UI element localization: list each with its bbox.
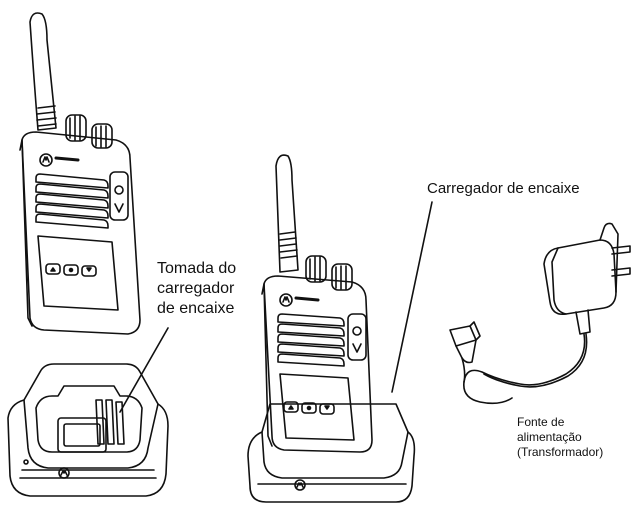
usb-plug xyxy=(449,321,481,383)
leader-line-dock-socket xyxy=(119,327,169,413)
radio-handset-docked xyxy=(261,154,373,453)
label-dock-socket-line-1: Tomada do xyxy=(157,260,237,277)
leader-line-dock-charger xyxy=(391,201,433,393)
label-dock-charger: Carregador de encaixe xyxy=(427,180,580,197)
label-dock-socket-line-2: carregador xyxy=(157,280,235,297)
wall-power-adapter xyxy=(543,222,631,335)
label-dock-socket-line-3: de encaixe xyxy=(157,300,235,317)
charging-dock-empty xyxy=(7,363,169,497)
label-power-supply: Fonte de alimentação (Transformador) xyxy=(517,415,603,460)
label-power-supply-line-1: Fonte de xyxy=(517,415,565,429)
charging-dock-occupied xyxy=(247,403,416,503)
radio-handset-left xyxy=(19,12,141,335)
power-cable-inner xyxy=(483,333,588,388)
label-power-supply-line-2: alimentação xyxy=(517,430,582,444)
power-cable xyxy=(463,333,586,405)
label-dock-socket: Tomada do carregador de encaixe xyxy=(157,259,236,319)
label-power-supply-line-3: (Transformador) xyxy=(517,445,604,459)
